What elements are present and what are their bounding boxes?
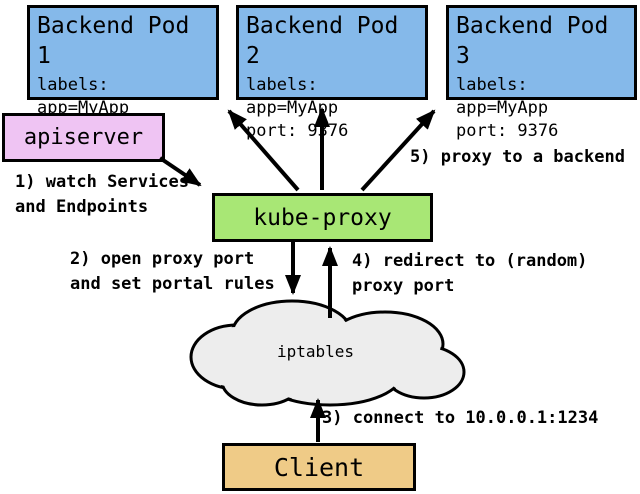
backend-pod-3-box: Backend Pod 3 labels: app=MyApp port: 93… bbox=[446, 5, 637, 141]
backend-pod-2-port: port: 9376 bbox=[246, 121, 349, 141]
apiserver-label: apiserver bbox=[23, 125, 144, 150]
client-box: Client bbox=[222, 443, 416, 491]
backend-pod-3-title: Backend Pod 3 bbox=[456, 13, 609, 69]
step-5-label: 5) proxy to a backend bbox=[410, 147, 625, 167]
iptables-label: iptables bbox=[277, 342, 355, 361]
kube-proxy-label: kube-proxy bbox=[253, 204, 392, 231]
apiserver-box: apiserver bbox=[2, 113, 165, 162]
backend-pod-1-title: Backend Pod 1 bbox=[37, 13, 190, 69]
backend-pod-3-port: port: 9376 bbox=[456, 121, 559, 141]
client-label: Client bbox=[273, 452, 365, 482]
backend-pod-2-labels: labels: app=MyApp bbox=[246, 75, 339, 118]
backend-pod-2-title: Backend Pod 2 bbox=[246, 13, 399, 69]
step-2-label: 2) open proxy port and set portal rules bbox=[70, 249, 275, 294]
backend-pod-1-box: Backend Pod 1 labels: app=MyApp port: 93… bbox=[27, 5, 219, 141]
step-3-label: 3) connect to 10.0.0.1:1234 bbox=[322, 408, 599, 428]
step-1-label: 1) watch Services and Endpoints bbox=[15, 172, 189, 217]
backend-pod-3-labels: labels: app=MyApp bbox=[456, 75, 549, 118]
backend-pod-2-box: Backend Pod 2 labels: app=MyApp port: 93… bbox=[236, 5, 428, 141]
step-4-label: 4) redirect to (random) proxy port bbox=[352, 251, 588, 296]
kube-proxy-box: kube-proxy bbox=[212, 193, 433, 242]
